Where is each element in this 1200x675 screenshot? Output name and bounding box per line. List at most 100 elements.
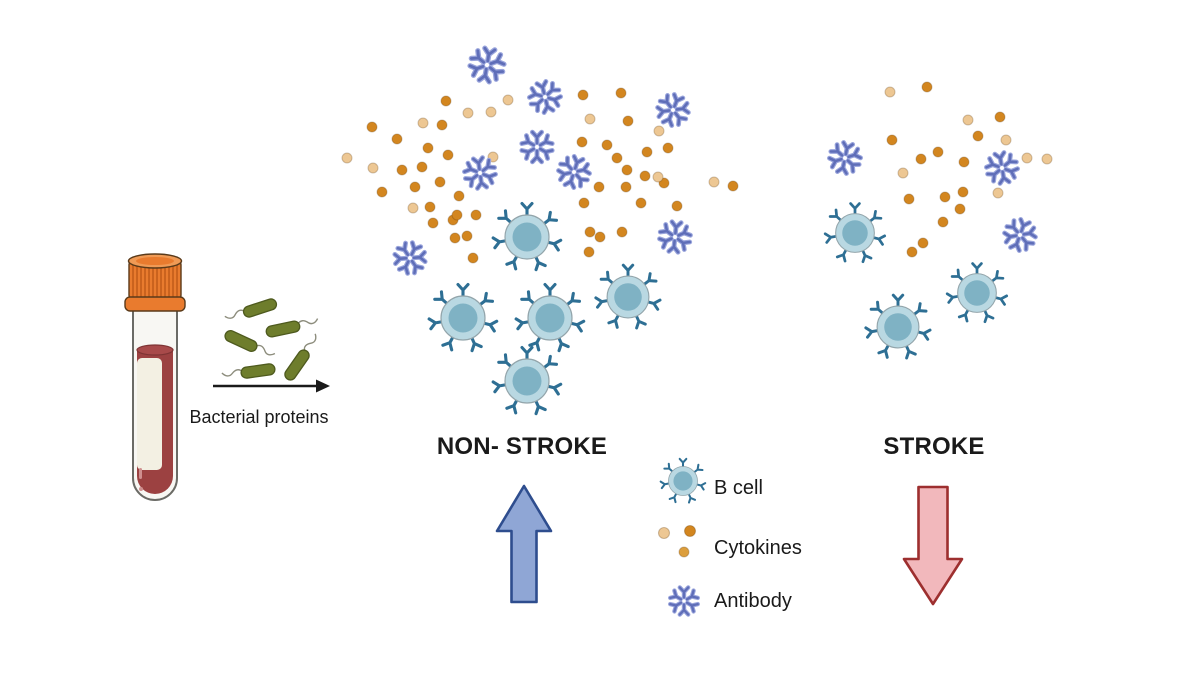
antibody: [527, 79, 564, 115]
cytokine-dot: [451, 209, 463, 221]
cytokine-dot: [453, 190, 465, 202]
bacterium: [223, 296, 279, 326]
antibody: [468, 46, 506, 84]
antibody: [658, 221, 691, 254]
cytokine-dot: [396, 164, 408, 176]
cytokine-dot: [906, 246, 918, 258]
cytokine-dot: [601, 139, 613, 151]
antibody: [827, 140, 863, 175]
cytokine-dot: [407, 202, 419, 214]
legend-label-bcell: B cell: [714, 477, 763, 499]
cytokine-dot: [467, 252, 479, 264]
cytokine-dot: [653, 125, 665, 137]
non-stroke-title: NON- STROKE: [436, 433, 608, 460]
cytokine-dot: [962, 114, 974, 126]
cytokine-dot: [611, 152, 623, 164]
cytokine-dot: [622, 115, 634, 127]
cytokine-dot: [576, 136, 588, 148]
cytokine-dot: [662, 142, 674, 154]
bacteria-arrow: [213, 379, 330, 393]
cytokine-dot: [671, 200, 683, 212]
cytokine-dot: [462, 107, 474, 119]
cytokine-dot: [937, 216, 949, 228]
antibody-icon: [670, 588, 698, 615]
bacteria-group: [220, 296, 323, 383]
b-cell: [491, 345, 563, 416]
cytokine-dot: [577, 89, 589, 101]
cytokine-dot: [449, 232, 461, 244]
blood-highlight: [139, 468, 142, 479]
cytokine-dot: [594, 231, 606, 243]
cytokine-dot: [584, 113, 596, 125]
bacterium: [264, 315, 321, 339]
up-arrow: [495, 484, 553, 604]
b-cell: [427, 282, 499, 353]
antibody: [555, 153, 593, 191]
cytokine-dot: [1021, 152, 1033, 164]
b-cell: [491, 201, 563, 272]
cytokine-dot: [584, 226, 596, 238]
blood-highlight-dot: [139, 487, 143, 491]
cytokine-dot: [367, 162, 379, 174]
cytokine-dot: [886, 134, 898, 146]
legend-cytokine-icon-g: [657, 524, 697, 558]
cytokines-icon: [657, 526, 671, 540]
cytokine-dot: [884, 86, 896, 98]
cytokine-dot: [903, 193, 915, 205]
cytokine-dot: [502, 94, 514, 106]
cytokine-dot: [958, 156, 970, 168]
cytokine-dot: [341, 152, 353, 164]
antibody: [1001, 216, 1040, 254]
cytokine-dot: [416, 161, 428, 173]
cytokine-dot: [615, 87, 627, 99]
cytokine-dot: [461, 230, 473, 242]
cytokine-dot: [897, 167, 909, 179]
legend-bcell-icon-g: [659, 457, 707, 504]
stroke-bcells: [823, 202, 1009, 360]
tube-cap-flange: [124, 296, 186, 312]
b-cell-icon: [659, 457, 707, 504]
blood-tube: [124, 253, 186, 501]
cytokine-dot: [1000, 134, 1012, 146]
bacterium: [282, 331, 323, 383]
cytokine-dot: [932, 146, 944, 158]
cytokine-dot: [652, 171, 664, 183]
cytokine-dot: [442, 149, 454, 161]
cytokine-dot: [994, 111, 1006, 123]
legend-label-cytokines: Cytokines: [714, 537, 802, 559]
blood-surface: [136, 344, 174, 356]
antibody: [653, 91, 692, 130]
cytokine-dot: [639, 170, 651, 182]
cytokine-dot: [992, 187, 1004, 199]
cytokines-icon: [683, 524, 697, 538]
legend-antibody-icon-g: [670, 588, 698, 615]
cytokine-dot: [621, 164, 633, 176]
b-cell: [514, 282, 586, 353]
tube-cap-top-inner: [136, 257, 174, 265]
cytokine-dot: [436, 119, 448, 131]
cytokine-dot: [708, 176, 720, 188]
tube-cap-ridges: [132, 263, 178, 297]
cytokine-dot: [376, 186, 388, 198]
cytokine-dot: [620, 181, 632, 193]
cytokine-dot: [1041, 153, 1053, 165]
bacterial-proteins-label: Bacterial proteins: [189, 407, 329, 427]
cytokine-dot: [485, 106, 497, 118]
cytokine-dot: [366, 121, 378, 133]
cytokine-dot: [427, 217, 439, 229]
antibody: [984, 151, 1019, 186]
cytokine-dot: [434, 176, 446, 188]
cytokine-dot: [593, 181, 605, 193]
cytokine-dot: [641, 146, 653, 158]
cytokine-dot: [635, 197, 647, 209]
cytokines-icon: [678, 546, 690, 558]
cytokine-dot: [915, 153, 927, 165]
b-cell: [945, 262, 1009, 324]
cytokine-dot: [391, 133, 403, 145]
cytokine-dot: [440, 95, 452, 107]
antibody: [390, 238, 430, 278]
antibody: [522, 132, 552, 162]
cytokine-dot: [972, 130, 984, 142]
